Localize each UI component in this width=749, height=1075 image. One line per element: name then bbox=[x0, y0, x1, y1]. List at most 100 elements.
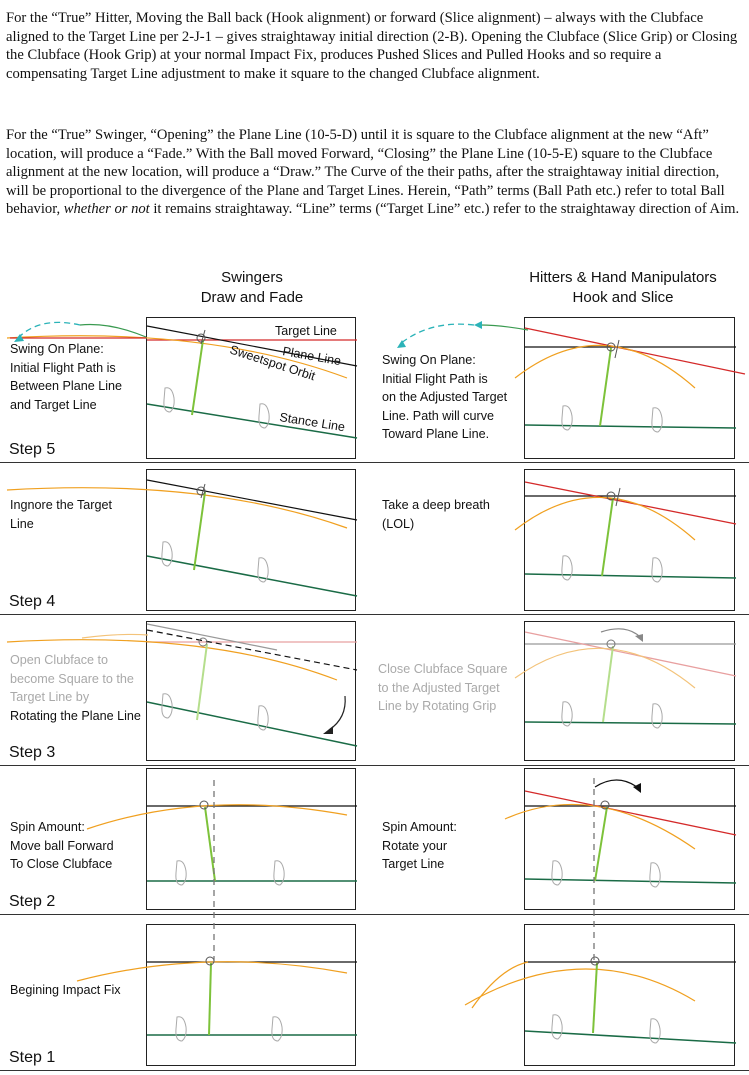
step4-left-diagram bbox=[6, 469, 358, 611]
sweetspot-orbit bbox=[6, 335, 348, 379]
stance-line bbox=[146, 403, 358, 439]
right-foot bbox=[258, 403, 270, 429]
step3-right-diagram bbox=[514, 621, 737, 761]
flight-arrowhead bbox=[474, 321, 482, 329]
flight-path-dashed bbox=[399, 323, 475, 345]
ball bbox=[199, 800, 209, 810]
sweetspot-orbit bbox=[76, 961, 348, 982]
target-line-label: Target Line bbox=[275, 324, 337, 338]
rotation-arrow bbox=[594, 779, 638, 788]
ball bbox=[590, 956, 600, 966]
clubface-mark bbox=[614, 339, 620, 359]
caption-line: Toward Plane Line. bbox=[382, 427, 490, 441]
flight-arrowhead bbox=[14, 334, 24, 342]
step5-left-svg: Target Line Plane Line Sweetspot Orbit S… bbox=[6, 324, 358, 439]
right-foot bbox=[649, 1018, 661, 1044]
step4-right-svg bbox=[514, 481, 737, 583]
step5-right-flight-path bbox=[397, 321, 529, 348]
right-foot bbox=[651, 557, 663, 583]
intro-paragraph-2-text-end: it remains straightaway. “Line” terms (“… bbox=[149, 201, 740, 218]
left-heading-line-2: Draw and Fade bbox=[200, 289, 304, 306]
step4-left-caption: Ingnore the Target Line bbox=[10, 496, 112, 533]
club-shaft bbox=[594, 806, 608, 882]
caption-line: (LOL) bbox=[382, 516, 415, 531]
caption-line: Line. Path will curve bbox=[382, 408, 494, 423]
right-foot bbox=[257, 705, 269, 731]
step3-left-caption: Open Clubface to become Square to the Ta… bbox=[10, 651, 141, 725]
caption-line: Line bbox=[10, 516, 34, 531]
caption-line: Rotate your bbox=[382, 838, 448, 853]
step3-left-svg bbox=[6, 623, 358, 747]
step5-right-diagram bbox=[514, 317, 746, 459]
left-heading-line-1: Swingers bbox=[221, 269, 283, 286]
club-shaft bbox=[601, 497, 614, 577]
caption-line: Spin Amount: bbox=[10, 820, 85, 834]
caption-line: Rotating the Plane Line bbox=[10, 708, 141, 723]
left-foot bbox=[163, 387, 175, 413]
step4-right-diagram bbox=[514, 469, 737, 611]
left-foot bbox=[175, 860, 187, 886]
caption-line: Take a deep breath bbox=[382, 498, 490, 512]
step1-left-svg bbox=[76, 956, 357, 1042]
caption-line-faint: Open Clubface to bbox=[10, 653, 109, 667]
stance-line bbox=[524, 424, 737, 429]
flight-path-solid bbox=[79, 323, 147, 338]
caption-line: Move ball Forward bbox=[10, 838, 114, 853]
step1-left-caption: Begining Impact Fix bbox=[10, 981, 121, 1000]
left-foot bbox=[175, 1016, 187, 1042]
step-label: Step 3 bbox=[9, 744, 56, 761]
right-foot bbox=[257, 557, 269, 583]
step-label: Step 1 bbox=[9, 1049, 56, 1066]
caption-line: Between Plane Line bbox=[10, 379, 123, 393]
right-heading-line-1: Hitters & Hand Manipulators bbox=[529, 269, 717, 286]
step3-right-svg bbox=[514, 628, 737, 729]
flight-path-dashed bbox=[17, 321, 81, 339]
clubface-mark bbox=[200, 483, 206, 499]
stance-line bbox=[524, 573, 737, 579]
sweetspot-orbit bbox=[6, 487, 348, 529]
club-shaft bbox=[592, 962, 598, 1034]
ball bbox=[606, 491, 616, 501]
ball bbox=[600, 800, 610, 810]
left-foot bbox=[161, 693, 173, 719]
left-foot bbox=[551, 1014, 563, 1040]
caption-line: and Target Line bbox=[10, 397, 97, 412]
step1-left-diagram bbox=[76, 924, 357, 1066]
caption-line: Spin Amount: bbox=[382, 820, 457, 834]
caption-line: To Close Clubface bbox=[10, 857, 113, 871]
sweetspot-orbit bbox=[514, 496, 696, 541]
caption-line: Initial Flight Path is bbox=[382, 371, 488, 386]
step4-left-svg bbox=[6, 479, 358, 597]
intro-paragraph-1: For the “True” Hitter, Moving the Ball b… bbox=[6, 10, 738, 82]
step2-right-svg bbox=[504, 779, 737, 888]
right-foot bbox=[651, 703, 663, 729]
club-shaft bbox=[196, 643, 208, 721]
right-heading-line-2: Hook and Slice bbox=[572, 289, 674, 306]
intro-paragraph-2-text: For the “True” Swinger, “Opening” the Pl… bbox=[6, 127, 725, 218]
stance-line bbox=[524, 878, 737, 884]
left-foot bbox=[561, 405, 573, 431]
club-shaft bbox=[191, 339, 204, 416]
step-label: Step 4 bbox=[9, 593, 56, 610]
sweetspot-orbit bbox=[6, 639, 338, 681]
rotation-arrowhead bbox=[633, 783, 641, 793]
left-foot bbox=[161, 541, 173, 567]
step1-right-svg bbox=[464, 956, 737, 1044]
flight-path-solid bbox=[479, 324, 529, 331]
sweetspot-orbit bbox=[504, 803, 696, 850]
adjusted-target-line bbox=[524, 481, 737, 525]
step1-right-diagram bbox=[464, 924, 737, 1066]
step5-right-svg bbox=[514, 327, 746, 433]
step5-left-diagram: Target Line Plane Line Sweetspot Orbit S… bbox=[6, 317, 358, 459]
orbit-extension bbox=[471, 961, 529, 1009]
club-shaft bbox=[602, 645, 614, 723]
caption-line-faint: become Square to the bbox=[10, 671, 134, 686]
step5-right-caption: Swing On Plane: Initial Flight Path is o… bbox=[382, 351, 507, 444]
club-shaft bbox=[204, 806, 216, 882]
adjusted-target-line bbox=[524, 790, 737, 836]
ball bbox=[196, 486, 206, 496]
rotation-arrow bbox=[600, 628, 640, 637]
right-column-heading: Hitters & Hand Manipulators Hook and Sli… bbox=[503, 268, 743, 308]
ball bbox=[198, 637, 208, 647]
club-shaft bbox=[193, 491, 206, 571]
